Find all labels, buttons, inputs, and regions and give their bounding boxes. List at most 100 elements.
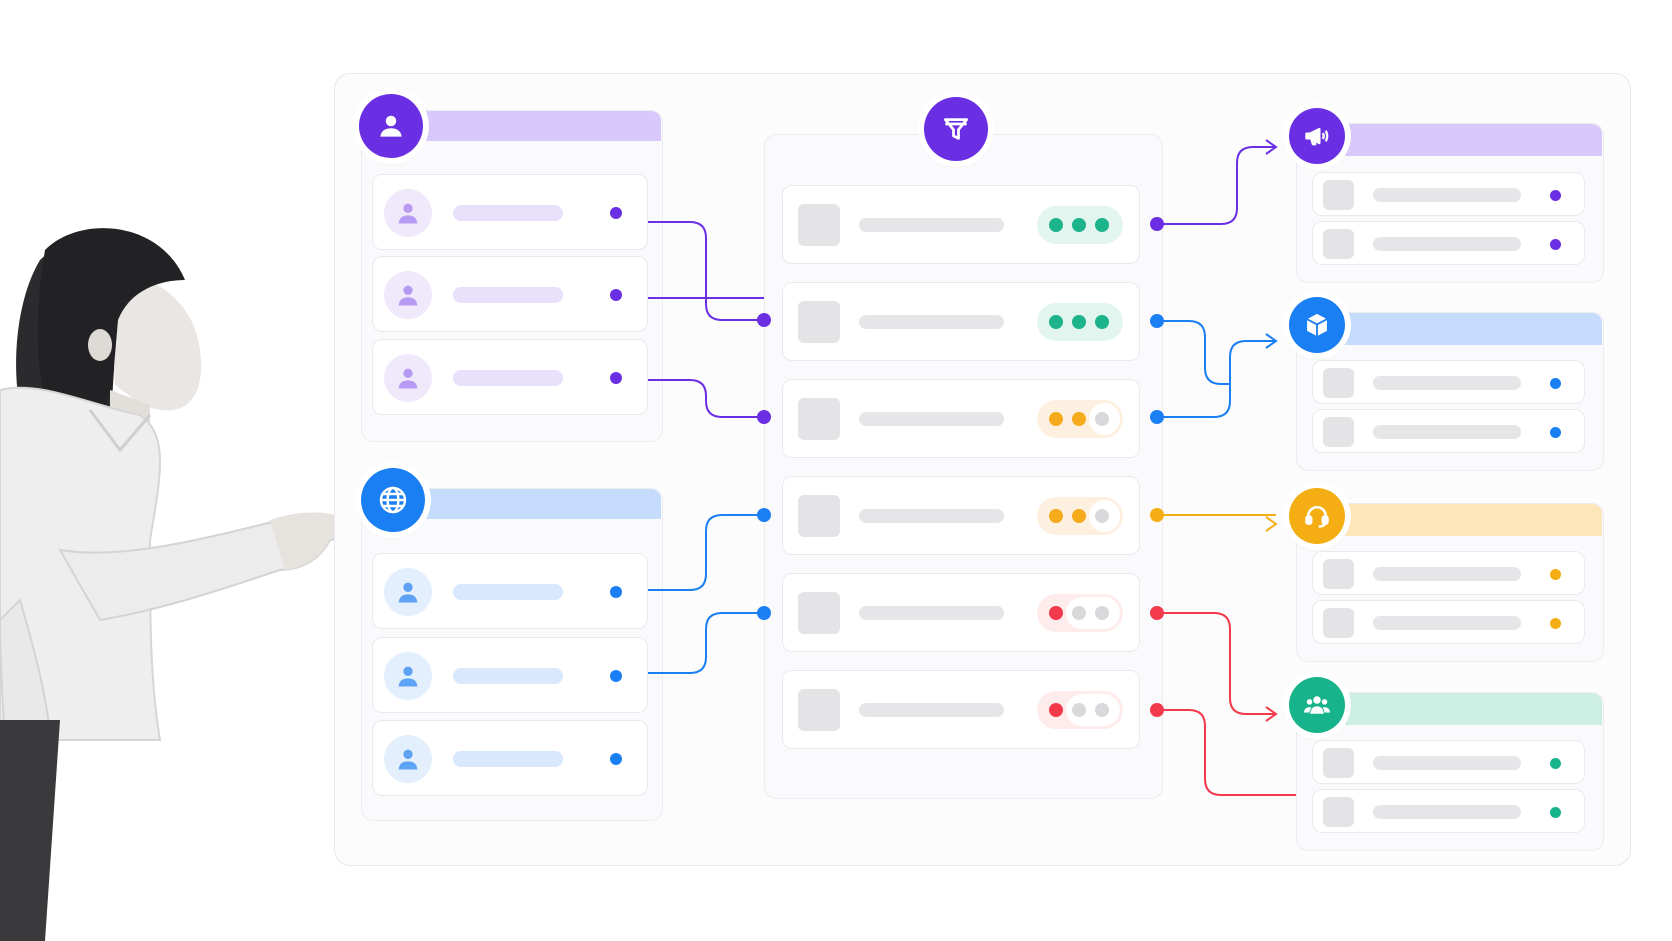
list-item[interactable] — [372, 637, 648, 713]
placeholder-bar — [453, 584, 563, 600]
status-dot — [610, 289, 622, 301]
connector-node[interactable] — [1150, 508, 1164, 522]
thumbnail-placeholder — [1323, 797, 1354, 827]
destination-list-item[interactable] — [1312, 600, 1585, 644]
destination-list-item[interactable] — [1312, 360, 1585, 404]
status-indicator — [1095, 218, 1109, 232]
filter-row[interactable] — [782, 670, 1140, 749]
wire-web-1 — [648, 514, 764, 591]
jeans — [0, 720, 60, 941]
list-item[interactable] — [372, 256, 648, 332]
status-indicator — [1095, 315, 1109, 329]
filter-row[interactable] — [782, 282, 1140, 361]
status-pill — [1037, 691, 1123, 729]
thumbnail-placeholder — [798, 592, 840, 634]
destination-list-item[interactable] — [1312, 789, 1585, 833]
wire-out-5 — [1157, 612, 1276, 715]
connector-arrow — [1265, 706, 1278, 722]
thumbnail-placeholder — [1323, 608, 1354, 638]
thumbnail-placeholder — [798, 301, 840, 343]
woman-pointing-illustration — [0, 228, 373, 941]
connector-node[interactable] — [1150, 314, 1164, 328]
destination-list-item[interactable] — [1312, 740, 1585, 784]
placeholder-bar — [859, 606, 1004, 620]
thumbnail-placeholder — [1323, 748, 1354, 778]
status-indicator — [1049, 606, 1063, 620]
list-item[interactable] — [372, 339, 648, 415]
wire-out-1 — [1157, 146, 1276, 225]
thumbnail-placeholder — [1323, 559, 1354, 589]
wire-users-3 — [648, 379, 764, 418]
wire-web-2 — [648, 612, 764, 674]
status-dot — [1550, 758, 1561, 769]
destination-list-item[interactable] — [1312, 409, 1585, 453]
thumbnail-placeholder — [1323, 417, 1354, 447]
placeholder-bar — [453, 205, 563, 221]
connector-node[interactable] — [1150, 606, 1164, 620]
connector-node[interactable] — [757, 410, 771, 424]
status-pill — [1037, 497, 1123, 535]
connector-node[interactable] — [1150, 703, 1164, 717]
thumbnail-placeholder — [1323, 180, 1354, 210]
connector-node[interactable] — [757, 313, 771, 327]
connector-node[interactable] — [757, 606, 771, 620]
status-indicator — [1095, 703, 1109, 717]
status-indicator — [1072, 315, 1086, 329]
team-icon[interactable] — [1289, 677, 1345, 733]
connector-arrow — [1265, 333, 1278, 349]
status-indicator — [1049, 703, 1063, 717]
placeholder-bar — [1373, 616, 1521, 630]
person-avatar-icon — [384, 735, 432, 783]
list-item[interactable] — [372, 720, 648, 796]
wire-out-6 — [1157, 709, 1296, 796]
placeholder-bar — [1373, 756, 1521, 770]
placeholder-bar — [1373, 237, 1521, 251]
placeholder-bar — [1373, 805, 1521, 819]
thumbnail-placeholder — [1323, 368, 1354, 398]
headset-icon[interactable] — [1289, 488, 1345, 544]
status-indicator — [1072, 509, 1086, 523]
status-indicator — [1072, 412, 1086, 426]
user-icon[interactable] — [359, 94, 423, 158]
status-indicator — [1095, 509, 1109, 523]
filter-row[interactable] — [782, 379, 1140, 458]
destination-list-item[interactable] — [1312, 172, 1585, 216]
list-item[interactable] — [372, 553, 648, 629]
filter-row[interactable] — [782, 573, 1140, 652]
status-indicator — [1072, 606, 1086, 620]
placeholder-bar — [1373, 376, 1521, 390]
placeholder-bar — [1373, 567, 1521, 581]
thumbnail-placeholder — [798, 398, 840, 440]
placeholder-bar — [859, 412, 1004, 426]
placeholder-bar — [453, 668, 563, 684]
megaphone-icon[interactable] — [1289, 108, 1345, 164]
hair-front — [37, 228, 186, 429]
filter-row[interactable] — [782, 476, 1140, 555]
globe-icon[interactable] — [361, 468, 425, 532]
status-dot — [610, 207, 622, 219]
status-dot — [1550, 807, 1561, 818]
status-dot — [1550, 618, 1561, 629]
thumbnail-placeholder — [798, 495, 840, 537]
status-pill — [1037, 594, 1123, 632]
destination-list-item[interactable] — [1312, 221, 1585, 265]
placeholder-bar — [859, 218, 1004, 232]
list-item[interactable] — [372, 174, 648, 250]
filter-row[interactable] — [782, 185, 1140, 264]
cube-icon[interactable] — [1289, 297, 1345, 353]
wire-out-2 — [1157, 320, 1230, 385]
status-indicator — [1072, 218, 1086, 232]
connector-node[interactable] — [1150, 217, 1164, 231]
destination-list-item[interactable] — [1312, 551, 1585, 595]
connector-node[interactable] — [757, 508, 771, 522]
connector-node[interactable] — [1150, 410, 1164, 424]
destination-panel-header — [1297, 313, 1602, 345]
funnel-icon[interactable] — [924, 97, 988, 161]
connector-arrow — [1265, 516, 1278, 532]
person-avatar-icon — [384, 271, 432, 319]
status-dot — [1550, 190, 1561, 201]
face — [110, 274, 202, 411]
status-indicator — [1049, 218, 1063, 232]
placeholder-bar — [453, 370, 563, 386]
status-indicator — [1049, 315, 1063, 329]
